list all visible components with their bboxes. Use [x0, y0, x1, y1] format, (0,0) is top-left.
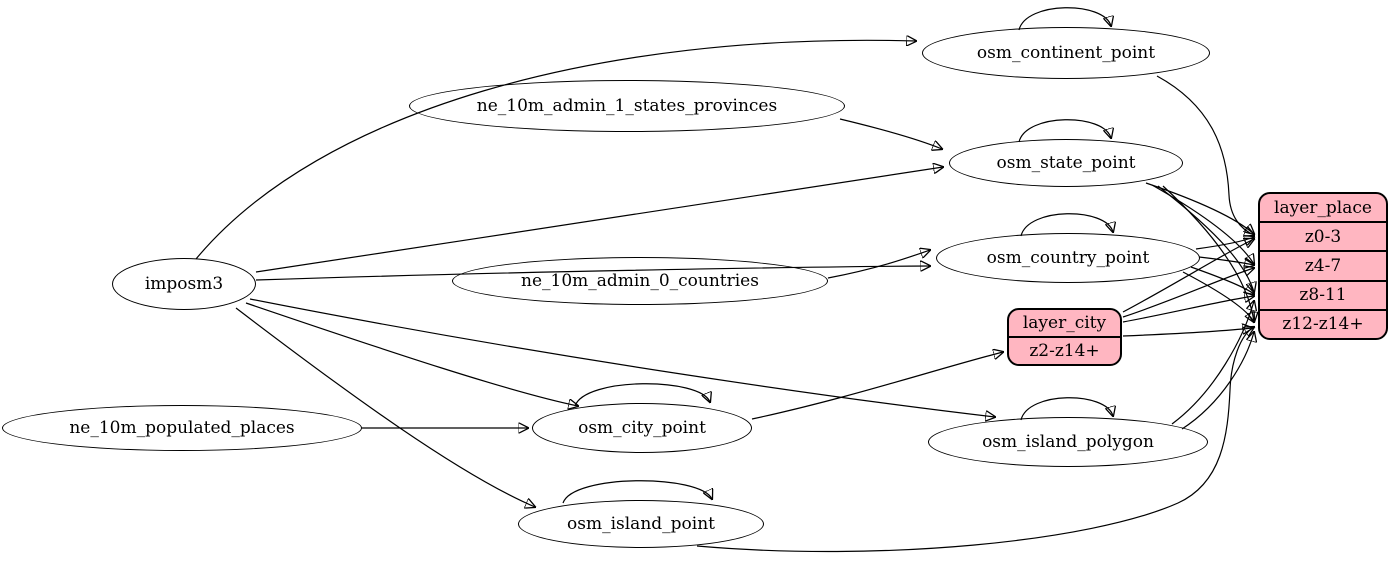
node-osm-continent-point-label: osm_continent_point	[976, 43, 1156, 63]
edge-imposm3-osm_island_point	[235, 307, 535, 507]
node-osm-country-point: osm_country_point	[936, 233, 1200, 283]
node-osm-island-polygon: osm_island_polygon	[928, 417, 1208, 467]
edge-imposm3-osm_city_point	[245, 302, 578, 406]
edge-osm_city_point-layer_city	[751, 352, 1003, 420]
edge-osm_country_point-z0-3	[1195, 237, 1254, 250]
node-imposm3-label: imposm3	[144, 274, 224, 294]
record-layer-place-title: layer_place	[1274, 197, 1372, 218]
edge-ne_10m_admin_1_states_provinces-osm_state_point	[839, 118, 942, 149]
record-layer-place-row-z0-3: z0-3	[1260, 221, 1386, 250]
node-osm-island-point: osm_island_point	[518, 500, 764, 548]
edge-osm_country_point-z8-11	[1190, 266, 1254, 294]
node-ne-10m-admin-0-countries-label: ne_10m_admin_0_countries	[521, 271, 759, 291]
edge-osm_island_polygon-z8-11	[1171, 301, 1254, 425]
record-layer-city: layer_city z2-z14+	[1007, 308, 1122, 366]
node-osm-city-point-label: osm_city_point	[578, 418, 706, 438]
edge-osm_country_point-z4-7	[1198, 256, 1254, 265]
node-osm-continent-point: osm_continent_point	[922, 27, 1210, 79]
node-ne-10m-admin-1-states-provinces-label: ne_10m_admin_1_states_provinces	[476, 96, 778, 116]
record-layer-place-row-z8-11: z8-11	[1260, 279, 1386, 309]
node-osm-island-point-label: osm_island_point	[567, 514, 715, 534]
node-ne-10m-admin-0-countries: ne_10m_admin_0_countries	[452, 257, 828, 305]
edge-imposm3-osm_state_point	[255, 167, 943, 273]
edge-imposm3-osm_continent_point	[195, 40, 916, 260]
node-osm-city-point: osm_city_point	[532, 403, 752, 453]
edge-osm_island_polygon-z12-z14	[1181, 332, 1254, 430]
node-ne-10m-populated-places-label: ne_10m_populated_places	[69, 418, 295, 438]
node-ne-10m-populated-places: ne_10m_populated_places	[2, 405, 362, 451]
edge-osm_state_point-z0-3	[1145, 182, 1254, 234]
record-layer-place-row-z12-z14: z12-z14+	[1260, 308, 1386, 338]
record-layer-city-title: layer_city	[1022, 313, 1107, 333]
node-osm-country-point-label: osm_country_point	[986, 248, 1150, 268]
record-layer-place-row-z4-7: z4-7	[1260, 250, 1386, 279]
record-layer-place: layer_place z0-3 z4-7 z8-11 z12-z14+	[1258, 192, 1388, 340]
node-imposm3: imposm3	[112, 258, 256, 310]
edge-imposm3-osm_island_polygon	[249, 298, 995, 417]
record-layer-city-row-z2-z14: z2-z14+	[1009, 336, 1120, 364]
edge-osm_country_point-z12-z14	[1182, 271, 1254, 322]
node-osm-state-point: osm_state_point	[949, 139, 1183, 187]
node-osm-island-polygon-label: osm_island_polygon	[982, 432, 1154, 452]
edge-ne_10m_admin_0_countries-osm_country_point	[827, 250, 930, 279]
edge-layer_city-z12-z14	[1122, 328, 1252, 337]
edge-osm_state_point-z8-11	[1157, 185, 1254, 292]
edge-layer_city-z8-11	[1122, 296, 1254, 323]
node-ne-10m-admin-1-states-provinces: ne_10m_admin_1_states_provinces	[409, 80, 845, 132]
node-osm-state-point-label: osm_state_point	[996, 153, 1136, 173]
